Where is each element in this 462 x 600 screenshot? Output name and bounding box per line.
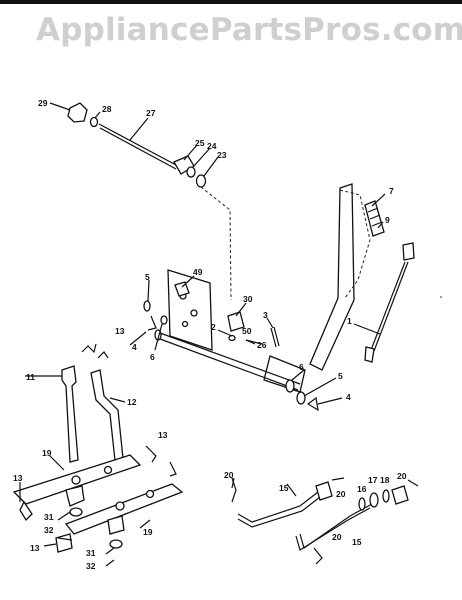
callout-20-right: 20	[397, 471, 407, 481]
handle-shaft-assembly	[67, 102, 207, 188]
rod-part	[370, 261, 406, 351]
watermark-title: AppliancePartsPros.com	[36, 12, 462, 48]
callout-26: 26	[257, 340, 267, 350]
callout-6: 6	[150, 352, 155, 362]
lift-lever-assembly	[143, 183, 415, 412]
callout-31-upper: 31	[44, 512, 54, 522]
spacer-part	[186, 166, 196, 178]
callout-6-right: 6	[299, 362, 304, 372]
nut-part	[195, 174, 207, 188]
callout-32-upper: 32	[44, 525, 54, 535]
callout-50: 50	[242, 326, 252, 336]
callout-23: 23	[217, 150, 227, 160]
shaft-rod-edge	[99, 127, 177, 170]
spring-guide	[339, 189, 371, 299]
shaft-rod	[98, 123, 177, 166]
callout-15-lower: 15	[352, 537, 362, 547]
guide-line	[200, 186, 232, 301]
callout-13-bottom: 13	[30, 543, 40, 553]
knob-part	[67, 102, 88, 123]
callout-3: 3	[263, 310, 268, 320]
callout-20-mid: 20	[336, 489, 346, 499]
callout-4: 4	[132, 342, 137, 352]
top-border	[0, 0, 462, 4]
callout-27: 27	[146, 108, 156, 118]
callout-30: 30	[243, 294, 253, 304]
callout-32-lower: 32	[86, 561, 96, 571]
leader-lines	[19, 102, 386, 567]
lift-arms	[12, 445, 184, 553]
callout-5-right: 5	[338, 371, 343, 381]
pivot-bracket	[227, 311, 245, 332]
callout-25: 25	[195, 138, 205, 148]
callout-20-lower: 20	[332, 532, 342, 542]
grip-part	[402, 242, 415, 261]
rod-upper	[237, 491, 319, 523]
callout-31-lower: 31	[86, 548, 96, 558]
callout-12: 12	[127, 397, 137, 407]
callout-16: 16	[357, 484, 367, 494]
callout-28: 28	[102, 104, 112, 114]
callout-19-upper: 19	[42, 448, 52, 458]
callout-24: 24	[207, 141, 217, 151]
callout-49: 49	[193, 267, 203, 277]
lift-link-left	[61, 365, 79, 463]
callout-17: 17	[368, 475, 378, 485]
callout-18: 18	[380, 475, 390, 485]
callout-19-lower: 19	[143, 527, 153, 537]
callout-13-top: 13	[115, 326, 125, 336]
block-part	[174, 281, 190, 297]
lift-link-right	[90, 369, 125, 471]
callout-29: 29	[38, 98, 48, 108]
callout-15-upper: 15	[279, 483, 289, 493]
lower-rods	[231, 477, 419, 565]
washer-part	[89, 116, 99, 128]
callout-13-mid: 13	[158, 430, 168, 440]
callout-5: 5	[145, 272, 150, 282]
callout-20-left: 20	[224, 470, 234, 480]
bolt-part	[270, 327, 277, 348]
callout-7: 7	[389, 186, 394, 196]
callout-11: 11	[26, 372, 35, 382]
rod-lower	[295, 507, 371, 551]
callout-1: 1	[347, 316, 352, 326]
callout-13-left: 13	[13, 473, 23, 483]
callout-2: 2	[211, 322, 216, 332]
callout-4-right: 4	[346, 392, 351, 402]
callouts: 29 28 27 25 24 23 7 9 1 49 5 30 3 2 50 2…	[13, 98, 407, 571]
lift-links	[61, 343, 125, 471]
cross-shaft	[159, 332, 301, 385]
lift-lever	[309, 183, 355, 371]
callout-9: 9	[385, 215, 390, 225]
